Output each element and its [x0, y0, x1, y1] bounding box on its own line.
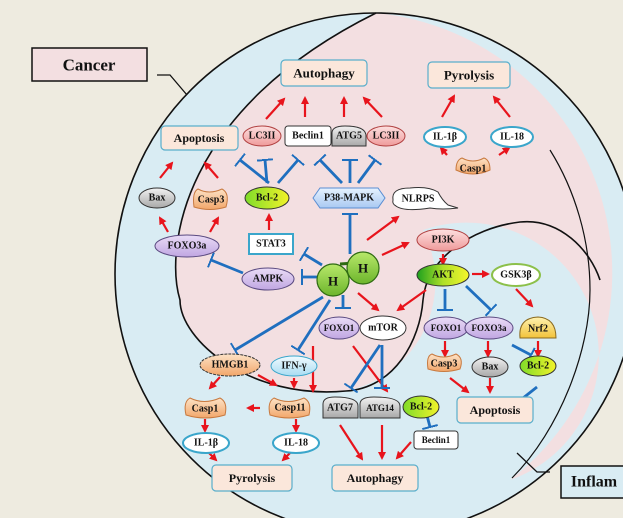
node-casp11: Casp11	[268, 397, 311, 419]
inflam-outcome-pyrolysis: Pyrolysis	[211, 464, 293, 492]
molecule-atom-2	[346, 251, 380, 285]
node-casp3-cancer: Casp3	[193, 188, 228, 210]
node-il18-cancer: IL-18	[490, 126, 534, 148]
node-atg14: ATG14	[359, 396, 401, 419]
svg-text:IL-1β: IL-1β	[433, 132, 457, 143]
svg-text:Apoptosis: Apoptosis	[174, 131, 225, 145]
node-ifng: IFN-γ	[270, 355, 318, 377]
svg-text:AMPK: AMPK	[253, 274, 284, 285]
node-foxo1-right: FOXO1	[423, 316, 469, 340]
cancer-outcome-autophagy: Autophagy	[280, 59, 368, 87]
svg-text:ATG14: ATG14	[366, 403, 394, 413]
molecule-atom-1-label: H	[328, 274, 338, 289]
svg-text:Nrf2: Nrf2	[528, 324, 548, 335]
svg-text:ATG7: ATG7	[327, 403, 353, 414]
inflam-outcome-autophagy: Autophagy	[331, 464, 419, 492]
node-foxo1-left: FOXO1	[318, 316, 360, 340]
svg-text:Casp3: Casp3	[431, 359, 458, 370]
node-atg7: ATG7	[322, 396, 359, 419]
svg-text:mTOR: mTOR	[368, 323, 399, 334]
node-il1b-inflam: IL-1β	[182, 432, 230, 454]
node-stat3: STAT3	[248, 233, 294, 255]
svg-text:IL-18: IL-18	[284, 438, 308, 449]
svg-text:GSK3β: GSK3β	[500, 270, 531, 281]
node-nrf2: Nrf2	[519, 316, 557, 339]
node-nlrps: NLRPS	[392, 187, 459, 211]
node-bcl2-inflam-mid: Bcl-2	[402, 395, 440, 419]
svg-text:IFN-γ: IFN-γ	[281, 361, 307, 372]
svg-text:NLRPS: NLRPS	[402, 194, 435, 205]
node-il1b-cancer: IL-1β	[423, 126, 467, 148]
svg-text:Pyrolysis: Pyrolysis	[444, 68, 494, 83]
node-hmgb1: HMGB1	[199, 353, 261, 377]
svg-text:Casp1: Casp1	[192, 404, 219, 415]
svg-text:FOXO1: FOXO1	[431, 323, 462, 333]
cancer-outcome-apoptosis: Apoptosis	[160, 125, 239, 151]
molecule-atom-1	[316, 263, 350, 297]
inflammation-label-box: Inflam	[516, 452, 623, 499]
svg-text:Bcl-2: Bcl-2	[256, 193, 278, 204]
svg-text:Casp1: Casp1	[460, 164, 487, 175]
node-beclin1-cancer: Beclin1	[284, 125, 332, 147]
cancer-label: Cancer	[63, 56, 116, 75]
svg-text:STAT3: STAT3	[256, 239, 286, 250]
node-bcl2-inflam-right: Bcl-2	[519, 355, 557, 377]
inflam-outcome-apoptosis: Apoptosis	[456, 396, 534, 424]
node-il18-inflam: IL-18	[272, 432, 320, 454]
node-casp3-inflam: Casp3	[427, 353, 462, 372]
node-pi3k: PI3K	[416, 228, 470, 252]
node-casp1-cancer: Casp1	[455, 157, 491, 175]
node-foxo3a-cancer: FOXO3a	[154, 234, 220, 258]
node-ampk: AMPK	[241, 267, 295, 291]
svg-text:Autophagy: Autophagy	[347, 471, 404, 485]
inflammation-label: Inflam	[571, 474, 618, 491]
svg-text:Casp3: Casp3	[198, 195, 225, 206]
svg-text:LC3II: LC3II	[249, 131, 276, 142]
svg-text:ATG5: ATG5	[336, 131, 362, 142]
node-bcl2-cancer: Bcl-2	[244, 186, 290, 210]
node-lc3ii-left: LC3II	[242, 125, 282, 147]
svg-text:AKT: AKT	[432, 270, 454, 281]
svg-text:IL-1β: IL-1β	[194, 438, 218, 449]
node-bax-cancer: Bax	[138, 187, 176, 209]
svg-text:HMGB1: HMGB1	[212, 360, 249, 371]
svg-text:P38-MAPK: P38-MAPK	[324, 193, 374, 204]
node-gsk3b: GSK3β	[491, 263, 541, 287]
svg-text:FOXO1: FOXO1	[324, 323, 355, 333]
svg-text:Casp11: Casp11	[274, 403, 305, 414]
cancer-outcome-pyrolysis: Pyrolysis	[427, 61, 511, 89]
svg-text:Apoptosis: Apoptosis	[470, 403, 521, 417]
svg-text:Beclin1: Beclin1	[292, 131, 324, 142]
svg-text:PI3K: PI3K	[432, 235, 455, 246]
activation-arrows	[159, 94, 542, 462]
svg-text:Pyrolysis: Pyrolysis	[229, 471, 276, 485]
svg-text:IL-18: IL-18	[500, 132, 524, 143]
svg-text:Bcl-2: Bcl-2	[527, 361, 549, 372]
svg-text:FOXO3a: FOXO3a	[168, 241, 207, 252]
node-foxo3a-inflam: FOXO3a	[464, 316, 514, 340]
svg-text:Bax: Bax	[482, 362, 499, 373]
cancer-label-box: Cancer	[31, 47, 188, 96]
svg-text:Beclin1: Beclin1	[422, 435, 451, 445]
molecule-atom-2-label: H	[358, 261, 368, 276]
node-beclin1-inflam: Beclin1	[413, 430, 459, 450]
node-p38-mapk: P38-MAPK	[312, 187, 386, 209]
svg-text:LC3II: LC3II	[373, 131, 400, 142]
svg-text:FOXO3a: FOXO3a	[472, 323, 507, 333]
node-atg5: ATG5	[331, 125, 367, 147]
svg-text:Autophagy: Autophagy	[293, 66, 355, 81]
node-mtor: mTOR	[359, 315, 407, 341]
node-casp1-inflam: Casp1	[184, 397, 227, 419]
node-bax-inflam: Bax	[471, 356, 509, 378]
svg-text:Bcl-2: Bcl-2	[410, 402, 432, 413]
node-akt: AKT	[416, 263, 470, 287]
node-lc3ii-right: LC3II	[366, 125, 406, 147]
svg-text:Bax: Bax	[149, 193, 166, 204]
center-molecule: H H	[316, 251, 380, 297]
